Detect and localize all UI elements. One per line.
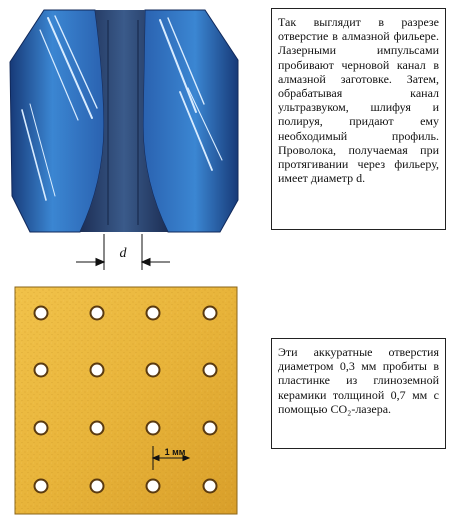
scale-bar <box>151 446 191 470</box>
die-channel <box>80 10 168 232</box>
diamond-highlights-left <box>21 15 98 201</box>
hole <box>147 480 159 492</box>
ceramic-plate <box>14 286 238 515</box>
hole <box>35 364 47 376</box>
diamond-right-half <box>142 9 239 233</box>
die-caption: Так выглядит в разрезе отверстие в алмаз… <box>271 8 446 230</box>
hole <box>204 364 216 376</box>
diamond-left-half <box>9 9 105 233</box>
hole <box>147 422 159 434</box>
hole <box>91 307 103 319</box>
plate-caption: Эти аккуратные отверстия диаметром 0,3 м… <box>271 338 446 449</box>
diamond-die-cross-section <box>9 9 239 233</box>
hole <box>204 422 216 434</box>
hole-grid <box>33 305 218 494</box>
hole <box>204 307 216 319</box>
scale-bar-label: 1 мм <box>165 447 186 457</box>
hole <box>91 422 103 434</box>
hole <box>35 422 47 434</box>
hole <box>35 480 47 492</box>
hole <box>91 364 103 376</box>
hole <box>35 307 47 319</box>
hole <box>91 480 103 492</box>
diameter-label: d <box>120 246 128 261</box>
hole <box>147 307 159 319</box>
diamond-highlights-right <box>159 17 223 171</box>
hole <box>147 364 159 376</box>
hole <box>204 480 216 492</box>
diameter-dimension <box>76 234 170 270</box>
